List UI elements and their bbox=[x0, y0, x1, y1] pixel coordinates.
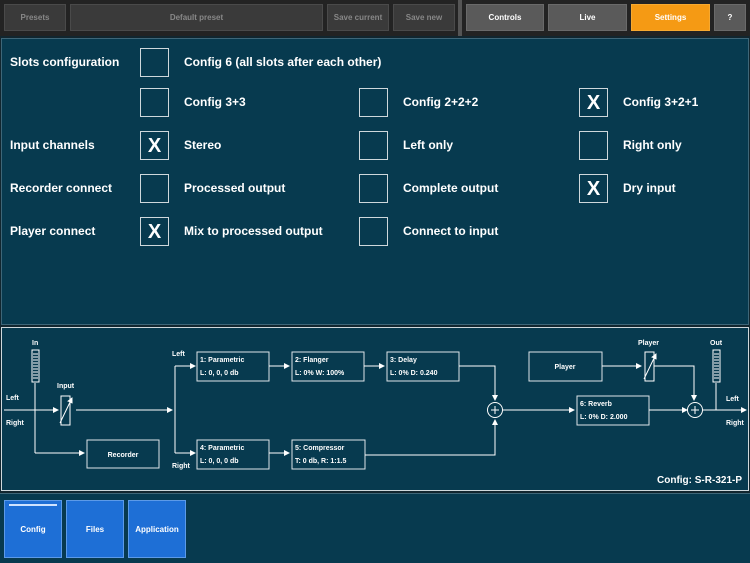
slot2-value: L: 0% W: 100% bbox=[295, 370, 345, 377]
right-branch-label: Right bbox=[172, 463, 191, 470]
recorder-box[interactable] bbox=[86, 439, 160, 469]
tab-config-label: Config bbox=[20, 524, 46, 534]
left-branch-label: Left bbox=[172, 351, 186, 358]
right-input-label: Right bbox=[6, 420, 25, 427]
right-only-label: Right only bbox=[623, 138, 682, 152]
slot5-name: 5: Compressor bbox=[295, 445, 345, 452]
slot4-box[interactable] bbox=[196, 439, 270, 470]
tab-controls[interactable]: Controls bbox=[466, 4, 544, 31]
stereo-checkbox[interactable]: X bbox=[140, 131, 169, 160]
in-label: In bbox=[32, 340, 38, 347]
tab-application[interactable]: Application bbox=[128, 500, 186, 558]
help-button[interactable]: ? bbox=[714, 4, 746, 31]
signal-flow-diagram: In Left Right Input Left Right Recorder bbox=[1, 327, 749, 491]
processed-output-label: Processed output bbox=[184, 181, 286, 195]
tab-files[interactable]: Files bbox=[66, 500, 124, 558]
slot4-name: 4: Parametric bbox=[200, 445, 244, 452]
config321-label: Config 3+2+1 bbox=[623, 95, 699, 109]
complete-output-label: Complete output bbox=[403, 181, 499, 195]
config-panel: Slots configuration Config 6 (all slots … bbox=[1, 38, 749, 325]
config321-checkbox[interactable]: X bbox=[579, 88, 608, 117]
connect-input-label: Connect to input bbox=[403, 224, 499, 238]
top-toolbar: Presets Default preset Save current Save… bbox=[0, 0, 750, 36]
slot3-name: 3: Delay bbox=[390, 357, 417, 364]
slot6-name: 6: Reverb bbox=[580, 401, 612, 408]
default-preset-button[interactable]: Default preset bbox=[70, 4, 323, 31]
right-output-label: Right bbox=[726, 420, 745, 427]
connect-input-checkbox[interactable] bbox=[359, 217, 388, 246]
player-gain-label: Player bbox=[638, 340, 659, 347]
recorder-label: Recorder bbox=[108, 452, 139, 459]
left-output-label: Left bbox=[726, 396, 740, 403]
slot2-name: 2: Flanger bbox=[295, 357, 329, 364]
slot4-value: L: 0, 0, 0 db bbox=[200, 458, 239, 465]
input-gain-control[interactable] bbox=[59, 395, 73, 426]
config222-checkbox[interactable] bbox=[359, 88, 388, 117]
mixer-sum-icon bbox=[487, 402, 503, 418]
slot1-name: 1: Parametric bbox=[200, 357, 244, 364]
bottom-tab-bar: Config Files Application bbox=[0, 493, 750, 563]
stereo-label: Stereo bbox=[184, 138, 222, 152]
right-only-checkbox[interactable] bbox=[579, 131, 608, 160]
slot1-value: L: 0, 0, 0 db bbox=[200, 370, 239, 377]
tab-application-label: Application bbox=[135, 524, 179, 534]
tab-files-label: Files bbox=[85, 524, 105, 534]
player-box-label: Player bbox=[554, 364, 575, 371]
player-to-sum-arrow bbox=[654, 365, 697, 401]
slot3-to-sum-arrow bbox=[459, 365, 498, 401]
config33-label: Config 3+3 bbox=[184, 95, 246, 109]
dry-input-checkbox[interactable]: X bbox=[579, 174, 608, 203]
config-name-label: Config: S-R-321-P bbox=[657, 475, 742, 486]
tab-settings[interactable]: Settings bbox=[631, 4, 710, 31]
input-level-meter bbox=[31, 349, 40, 383]
input-channels-label: Input channels bbox=[10, 138, 95, 152]
mix-processed-label: Mix to processed output bbox=[184, 224, 323, 238]
tab-live[interactable]: Live bbox=[548, 4, 627, 31]
slot5-value: T: 0 db, R: 1:1.5 bbox=[295, 458, 346, 465]
slots-configuration-label: Slots configuration bbox=[10, 55, 120, 69]
input-gain-label: Input bbox=[57, 383, 75, 390]
slot6-value: L: 0% D: 2.000 bbox=[580, 414, 628, 421]
output-sum-icon bbox=[687, 402, 703, 418]
save-new-button[interactable]: Save new bbox=[393, 4, 455, 31]
left-input-label: Left bbox=[6, 395, 20, 402]
left-only-label: Left only bbox=[403, 138, 453, 152]
active-tab-indicator bbox=[9, 504, 57, 506]
processed-output-checkbox[interactable] bbox=[140, 174, 169, 203]
config222-label: Config 2+2+2 bbox=[403, 95, 479, 109]
player-connect-label: Player connect bbox=[10, 224, 96, 238]
config33-checkbox[interactable] bbox=[140, 88, 169, 117]
presets-button[interactable]: Presets bbox=[4, 4, 66, 31]
config6-label: Config 6 (all slots after each other) bbox=[184, 55, 382, 69]
recorder-connect-label: Recorder connect bbox=[10, 181, 113, 195]
dry-input-label: Dry input bbox=[623, 181, 676, 195]
output-level-meter bbox=[712, 349, 721, 383]
tab-config[interactable]: Config bbox=[4, 500, 62, 558]
config6-checkbox[interactable] bbox=[140, 48, 169, 77]
slot3-value: L: 0% D: 0.240 bbox=[390, 370, 438, 377]
mix-processed-checkbox[interactable]: X bbox=[140, 217, 169, 246]
signal-flow-svg: In Left Right Input Left Right Recorder bbox=[4, 340, 747, 470]
complete-output-checkbox[interactable] bbox=[359, 174, 388, 203]
save-current-button[interactable]: Save current bbox=[327, 4, 389, 31]
toolbar-divider bbox=[458, 0, 462, 36]
left-only-checkbox[interactable] bbox=[359, 131, 388, 160]
out-label: Out bbox=[710, 340, 723, 347]
slot5-to-sum-arrow bbox=[365, 419, 498, 456]
